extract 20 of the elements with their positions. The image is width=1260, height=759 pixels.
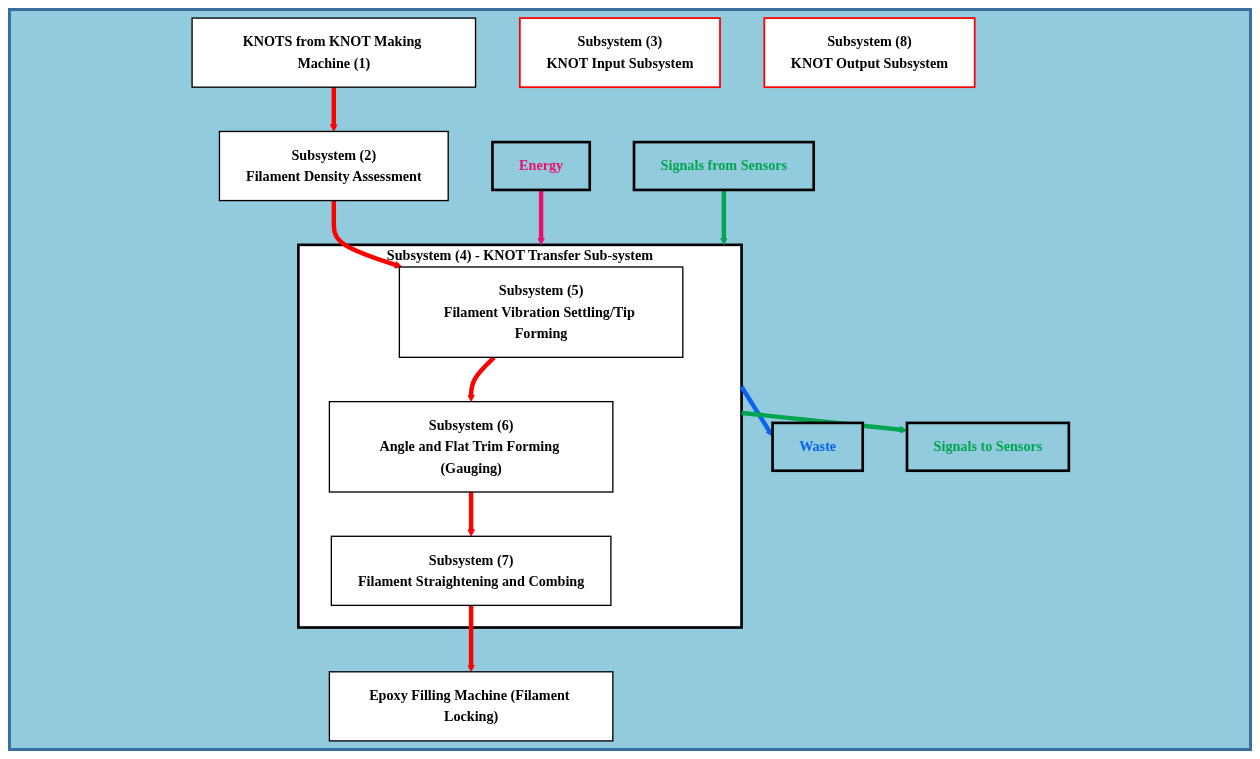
- node-box: Signals from Sensors: [632, 140, 815, 192]
- arrow: [466, 605, 475, 673]
- node-box: Subsystem (5) Filament Vibration Settling/Tip Forming: [398, 266, 683, 358]
- node-box: Subsystem (2) Filament Density Assessment: [218, 130, 449, 202]
- node-box: Epoxy Filling Machine (Filament Locking): [328, 671, 614, 742]
- node-box: Signals to Sensors: [905, 421, 1070, 473]
- arrow: [331, 200, 402, 269]
- arrow: [719, 189, 728, 246]
- node-box: Subsystem (6) Angle and Flat Trim Forming (Gauging): [328, 400, 614, 493]
- node-box: KNOTS from KNOT Making Machine (1): [190, 17, 476, 88]
- arrow: [739, 385, 773, 437]
- arrow: [329, 87, 338, 132]
- arrow: [740, 410, 907, 434]
- node-box: Subsystem (3) KNOT Input Subsystem: [518, 17, 721, 89]
- node-box: Subsystem (8) KNOT Output Subsystem: [762, 17, 976, 89]
- node-box: Waste: [770, 421, 864, 473]
- arrow: [536, 189, 545, 246]
- node-box: Subsystem (7) Filament Straightening and Combing: [330, 535, 612, 607]
- arrow: [466, 492, 475, 537]
- node-box: Energy: [490, 140, 591, 192]
